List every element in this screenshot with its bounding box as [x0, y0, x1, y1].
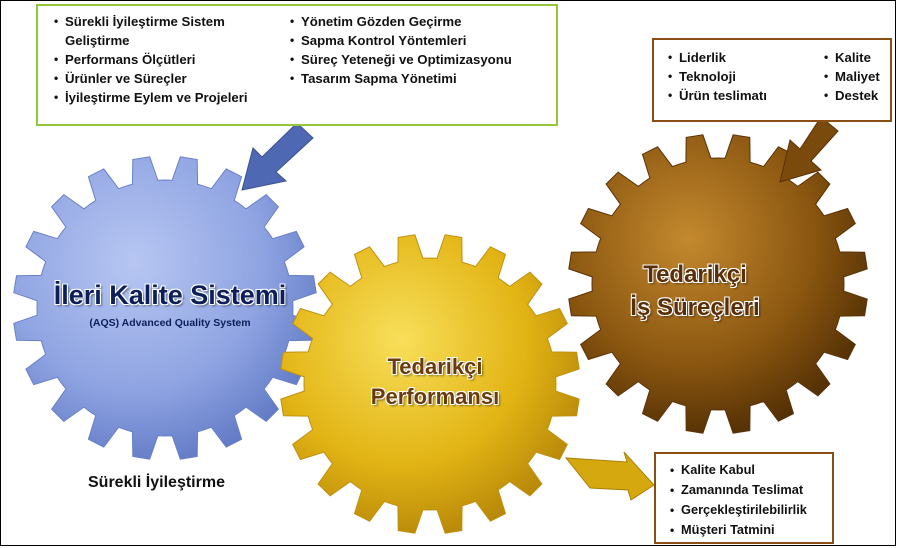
supplier-business-line1: Tedarikçi: [643, 261, 747, 288]
list-item: Müşteri Tatmini: [670, 520, 807, 540]
quality-system-subtitle: (AQS) Advanced Quality System: [89, 317, 251, 329]
list-item: Maliyet: [824, 67, 880, 86]
supplier-performance-title: Tedarikçi Performansı: [330, 352, 540, 412]
gear-supplier-business: [568, 134, 868, 434]
list-item: Süreç Yeteneği ve Optimizasyonu: [290, 50, 512, 69]
arrow-to-performance-gear: [564, 451, 655, 501]
list-item: Yönetim Gözden Geçirme: [290, 12, 512, 31]
list-item: Liderlik: [668, 48, 767, 67]
quality-system-items-box: Sürekli İyileştirme Sistem Geliştirme Pe…: [36, 4, 558, 126]
supplier-performance-line2: Performansı: [370, 384, 500, 409]
list-item: Performans Ölçütleri: [54, 50, 282, 69]
list-item: Sürekli İyileştirme Sistem Geliştirme: [54, 12, 282, 50]
quality-system-items-col2: Yönetim Gözden Geçirme Sapma Kontrol Yön…: [290, 12, 512, 88]
list-item: Ürün teslimatı: [668, 86, 767, 105]
business-items-col1: Liderlik Teknoloji Ürün teslimatı: [668, 48, 767, 105]
supplier-business-title: Tedarikçi İş Süreçleri: [590, 258, 800, 324]
list-item: Teknoloji: [668, 67, 767, 86]
business-process-items-box: Liderlik Teknoloji Ürün teslimatı Kalite…: [652, 38, 892, 122]
supplier-performance-line1: Tedarikçi: [387, 354, 483, 379]
gear-quality-system: [13, 156, 317, 460]
continuous-improvement-caption: Sürekli İyileştirme: [88, 474, 225, 491]
performance-items-box: Kalite Kabul Zamanında Teslimat Gerçekle…: [654, 452, 834, 544]
supplier-business-line2: İş Süreçleri: [630, 294, 760, 321]
arrow-to-business-gear: [779, 116, 839, 183]
list-item: Gerçekleştirilebilirlik: [670, 500, 807, 520]
list-item: Destek: [824, 86, 880, 105]
business-items-col2: Kalite Maliyet Destek: [824, 48, 880, 105]
list-item: Kalite Kabul: [670, 460, 807, 480]
list-item: Sapma Kontrol Yöntemleri: [290, 31, 512, 50]
list-item: Kalite: [824, 48, 880, 67]
list-item: Tasarım Sapma Yönetimi: [290, 69, 512, 88]
quality-system-items-col1: Sürekli İyileştirme Sistem Geliştirme Pe…: [54, 12, 282, 107]
list-item: İyileştirme Eylem ve Projeleri: [54, 88, 282, 107]
arrow-to-quality-gear: [241, 122, 314, 191]
performance-items-list: Kalite Kabul Zamanında Teslimat Gerçekle…: [670, 460, 807, 540]
gear-supplier-performance: [280, 234, 580, 534]
list-item: Ürünler ve Süreçler: [54, 69, 282, 88]
quality-system-title: İleri Kalite Sistemi: [53, 280, 287, 310]
list-item: Zamanında Teslimat: [670, 480, 807, 500]
